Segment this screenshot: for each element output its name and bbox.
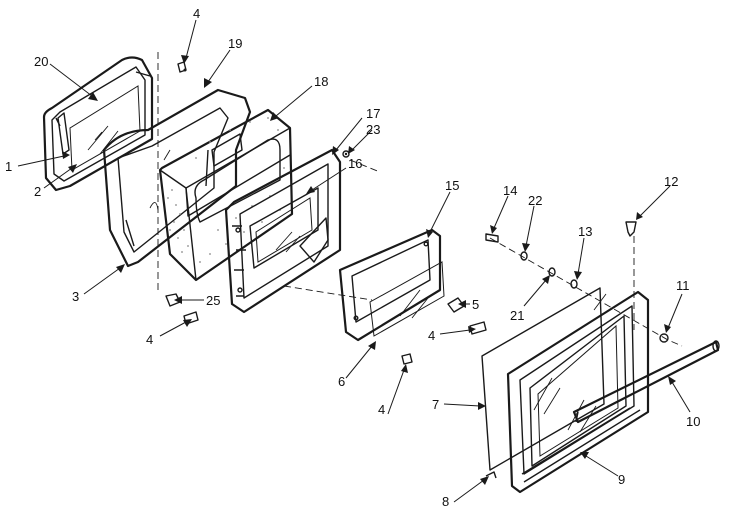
callout-15: 15 (445, 178, 459, 193)
part-15-window-pack (338, 228, 442, 342)
callout-17: 17 (366, 106, 380, 121)
callout-11: 11 (676, 278, 690, 293)
callout-4-bottom: 4 (378, 402, 385, 417)
part-7-outer-glass (481, 287, 607, 471)
part-9-outer-frame (506, 290, 650, 494)
leader-lines (17, 19, 691, 503)
callout-4-left: 4 (146, 332, 153, 347)
callout-19: 19 (228, 36, 242, 51)
callout-2: 2 (34, 184, 41, 199)
part-17-glass-frame (224, 148, 342, 314)
callout-13: 13 (578, 224, 592, 239)
callout-18: 18 (314, 74, 328, 89)
callout-4-top: 4 (193, 6, 200, 21)
part-10-handle (572, 340, 720, 424)
insulation-texture (167, 117, 285, 263)
part-6-glass-pane (369, 261, 445, 337)
callout-3: 3 (72, 289, 79, 304)
callout-10: 10 (686, 414, 700, 429)
callout-labels: 20 4 19 18 17 23 16 1 2 3 25 4 15 14 22 … (5, 6, 700, 509)
callout-4-right: 4 (428, 328, 435, 343)
callout-1: 1 (5, 159, 12, 174)
part-20-inner-panel (42, 56, 154, 192)
callout-7: 7 (432, 397, 439, 412)
callout-23: 23 (366, 122, 380, 137)
callout-20: 20 (34, 54, 48, 69)
callout-16: 16 (348, 156, 362, 171)
hardware-parts (165, 61, 669, 479)
alignment-lines (157, 52, 683, 347)
callout-12: 12 (664, 174, 678, 189)
callout-5: 5 (472, 297, 479, 312)
callout-6: 6 (338, 374, 345, 389)
callout-8: 8 (442, 494, 449, 509)
callout-14: 14 (503, 183, 517, 198)
callout-22: 22 (528, 193, 542, 208)
callout-21: 21 (510, 308, 524, 323)
callout-9: 9 (618, 472, 625, 487)
callout-25: 25 (206, 293, 220, 308)
part-19-door-frame (102, 88, 252, 268)
